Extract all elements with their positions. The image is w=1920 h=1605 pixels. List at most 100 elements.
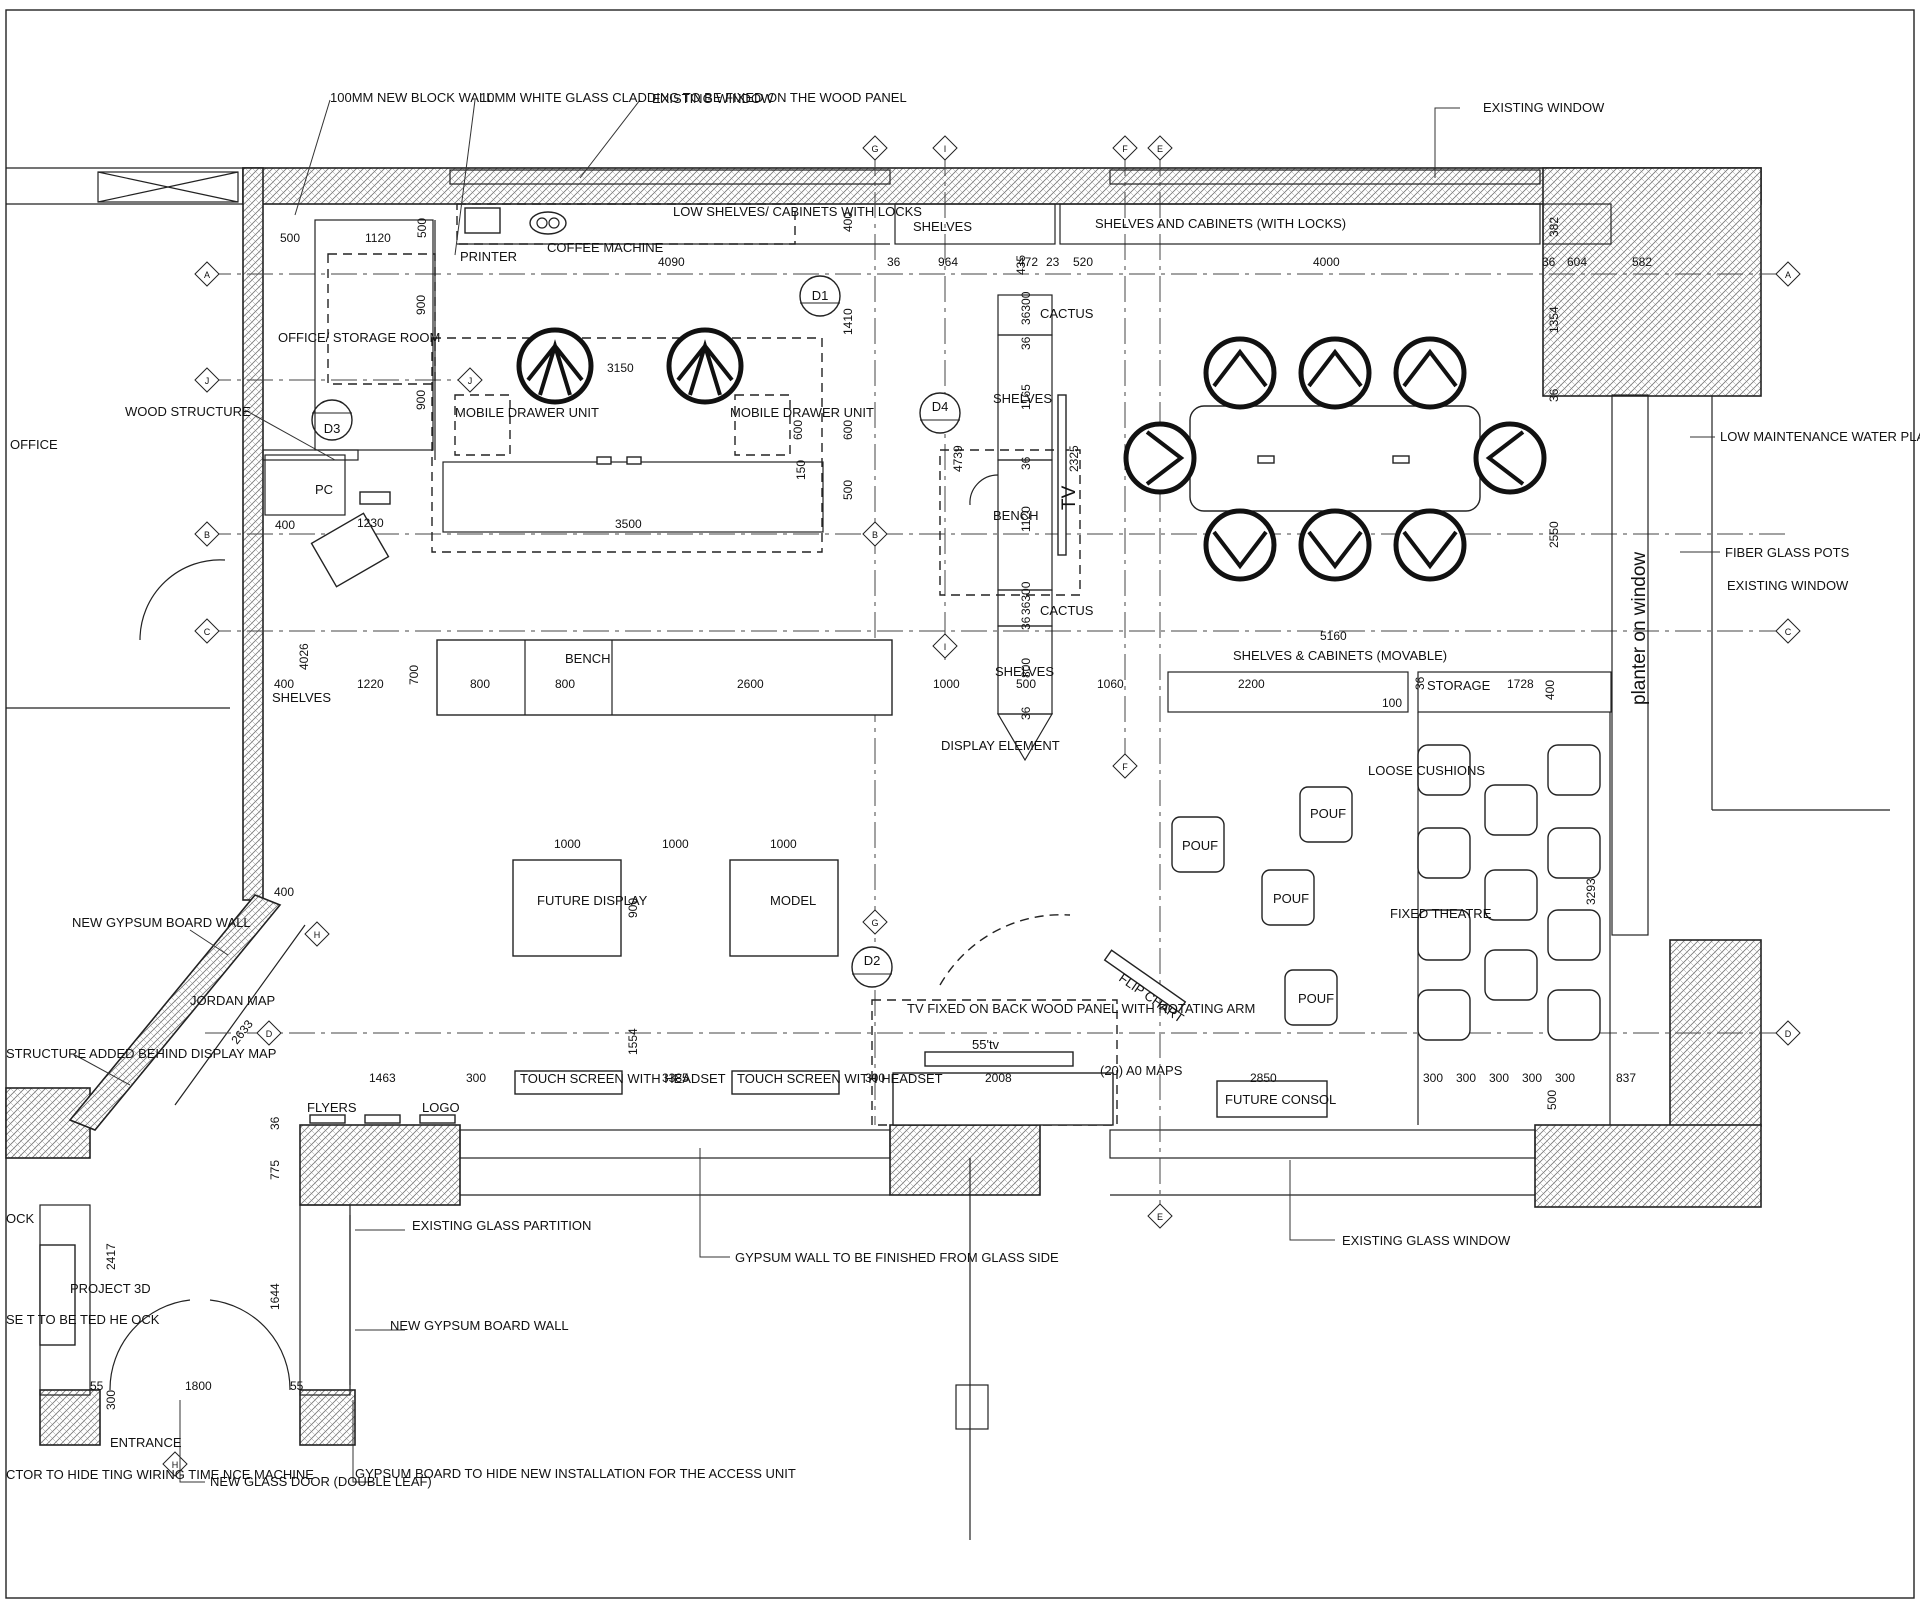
svg-text:604: 604 bbox=[1567, 255, 1587, 269]
svg-text:900: 900 bbox=[626, 898, 640, 918]
grid-bubble-j-mid: J bbox=[457, 367, 483, 393]
label-loose-cushions: LOOSE CUSHIONS bbox=[1368, 763, 1485, 778]
annotations: 100MM NEW BLOCK WALL 10MM WHITE GLASS CL… bbox=[6, 90, 1920, 1489]
note-existing-window-1: EXISTING WINDOW bbox=[652, 91, 774, 106]
svg-text:4739: 4739 bbox=[951, 445, 965, 472]
svg-text:36: 36 bbox=[1413, 676, 1427, 690]
label-pouf-3: POUF bbox=[1273, 891, 1309, 906]
theatre-cushions bbox=[1417, 744, 1601, 1041]
walls bbox=[5, 167, 1890, 1540]
svg-text:800: 800 bbox=[470, 677, 490, 691]
svg-text:1644: 1644 bbox=[268, 1283, 282, 1310]
svg-text:1230: 1230 bbox=[357, 516, 384, 530]
svg-text:300: 300 bbox=[1522, 1071, 1542, 1085]
svg-text:150: 150 bbox=[794, 460, 808, 480]
svg-text:1000: 1000 bbox=[554, 837, 581, 851]
svg-text:D2: D2 bbox=[864, 953, 881, 968]
svg-text:300: 300 bbox=[865, 1071, 885, 1085]
grid-bubble-i-top: I bbox=[932, 135, 958, 161]
touch-screen-2 bbox=[731, 1070, 840, 1095]
grid-bubble-f-top: F bbox=[1112, 135, 1138, 161]
svg-text:520: 520 bbox=[1073, 255, 1093, 269]
svg-text:2200: 2200 bbox=[1238, 677, 1265, 691]
svg-text:2008: 2008 bbox=[985, 1071, 1012, 1085]
note-existing-window-3: EXISTING WINDOW bbox=[1727, 578, 1849, 593]
mobile-drawer-2 bbox=[734, 394, 791, 456]
note-structure-behind: STRUCTURE ADDED BEHIND DISPLAY MAP bbox=[6, 1046, 276, 1061]
future-display bbox=[512, 859, 622, 957]
svg-text:E: E bbox=[1157, 144, 1163, 154]
svg-text:4026: 4026 bbox=[297, 643, 311, 670]
label-shelves-movable: SHELVES & CABINETS (MOVABLE) bbox=[1233, 648, 1447, 663]
note-existing-glass-window: EXISTING GLASS WINDOW bbox=[1342, 1233, 1511, 1248]
pouf-4 bbox=[1284, 969, 1338, 1026]
label-entrance: ENTRANCE bbox=[110, 1435, 182, 1450]
grid-bubble-c-left: C bbox=[194, 618, 220, 644]
label-pc: PC bbox=[315, 482, 333, 497]
grid-bubbles: A A B B C C D D J J G G I I F F E E H H bbox=[162, 135, 1801, 1477]
note-cut-left-1: CTOR TO HIDE TING WIRING TIME NCE MACHIN… bbox=[6, 1467, 314, 1482]
note-cut-left-2: SE T TO BE TED HE OCK bbox=[6, 1312, 160, 1327]
note-cut-left-3: OCK bbox=[6, 1211, 35, 1226]
label-future-consol: FUTURE CONSOL bbox=[1225, 1092, 1336, 1107]
pouf-1 bbox=[1171, 816, 1225, 873]
svg-text:4090: 4090 bbox=[658, 255, 685, 269]
grid-bubble-b-left: B bbox=[194, 521, 220, 547]
svg-text:36300: 36300 bbox=[1019, 581, 1033, 615]
label-storage: STORAGE bbox=[1427, 678, 1491, 693]
svg-text:1800: 1800 bbox=[185, 1379, 212, 1393]
svg-text:500: 500 bbox=[1016, 677, 1036, 691]
printer bbox=[464, 207, 501, 234]
pouf-2 bbox=[1299, 786, 1353, 843]
svg-text:5160: 5160 bbox=[1320, 629, 1347, 643]
grid-bubble-a-right: A bbox=[1775, 261, 1801, 287]
svg-text:800: 800 bbox=[1019, 658, 1033, 678]
svg-text:800: 800 bbox=[555, 677, 575, 691]
label-printer: PRINTER bbox=[460, 249, 517, 264]
svg-text:36: 36 bbox=[1542, 255, 1556, 269]
desk-chair-2 bbox=[666, 327, 744, 405]
note-glass-cladding: 10MM WHITE GLASS CLADDING TO BE FIXED ON… bbox=[480, 90, 907, 105]
svg-text:500: 500 bbox=[841, 480, 855, 500]
ne-wall-block bbox=[1542, 167, 1762, 397]
label-mobile-drawer-1: MOBILE DRAWER UNIT bbox=[455, 405, 599, 420]
se-wall-pier bbox=[1534, 1124, 1762, 1208]
section-marker-d2: D2 bbox=[851, 946, 893, 988]
note-block-wall: 100MM NEW BLOCK WALL bbox=[330, 90, 494, 105]
bench-row bbox=[436, 639, 893, 716]
svg-text:300: 300 bbox=[1456, 1071, 1476, 1085]
meeting-table bbox=[1189, 405, 1481, 512]
svg-text:F: F bbox=[1122, 762, 1128, 772]
meeting-chairs bbox=[1123, 336, 1547, 582]
label-shelves-low: SHELVES bbox=[995, 664, 1054, 679]
svg-text:1354: 1354 bbox=[1547, 306, 1561, 333]
svg-text:1000: 1000 bbox=[770, 837, 797, 851]
label-planter: planter on window bbox=[1629, 552, 1650, 705]
svg-text:1060: 1060 bbox=[1097, 677, 1124, 691]
pouf-3 bbox=[1261, 869, 1315, 926]
label-touch-screen-1: TOUCH SCREEN WITH HEADSET bbox=[520, 1071, 726, 1086]
svg-text:472: 472 bbox=[1018, 255, 1038, 269]
svg-text:2417: 2417 bbox=[104, 1243, 118, 1270]
svg-text:36: 36 bbox=[1019, 706, 1033, 720]
tv-zone-south bbox=[871, 999, 1118, 1126]
svg-text:3293: 3293 bbox=[1584, 878, 1598, 905]
svg-text:2850: 2850 bbox=[1250, 1071, 1277, 1085]
svg-text:300: 300 bbox=[1489, 1071, 1509, 1085]
future-consol-box bbox=[1216, 1080, 1328, 1118]
note-existing-window-2: EXISTING WINDOW bbox=[1483, 100, 1605, 115]
svg-text:2550: 2550 bbox=[1547, 521, 1561, 548]
note-glass-door: NEW GLASS DOOR (DOUBLE LEAF) bbox=[210, 1474, 432, 1489]
grid-bubble-f-mid: F bbox=[1112, 753, 1138, 779]
svg-text:D4: D4 bbox=[932, 399, 949, 414]
label-cactus-1: CACTUS bbox=[1040, 306, 1094, 321]
svg-text:1165: 1165 bbox=[1019, 384, 1033, 410]
svg-text:900: 900 bbox=[414, 295, 428, 315]
svg-text:400: 400 bbox=[274, 677, 294, 691]
svg-text:582: 582 bbox=[1632, 255, 1652, 269]
label-project-3d: PROJECT 3D bbox=[70, 1281, 151, 1296]
svg-text:1120: 1120 bbox=[1019, 506, 1033, 532]
north-wall bbox=[242, 167, 1762, 205]
grid-lines bbox=[205, 150, 1790, 1220]
office-chair bbox=[310, 512, 390, 588]
